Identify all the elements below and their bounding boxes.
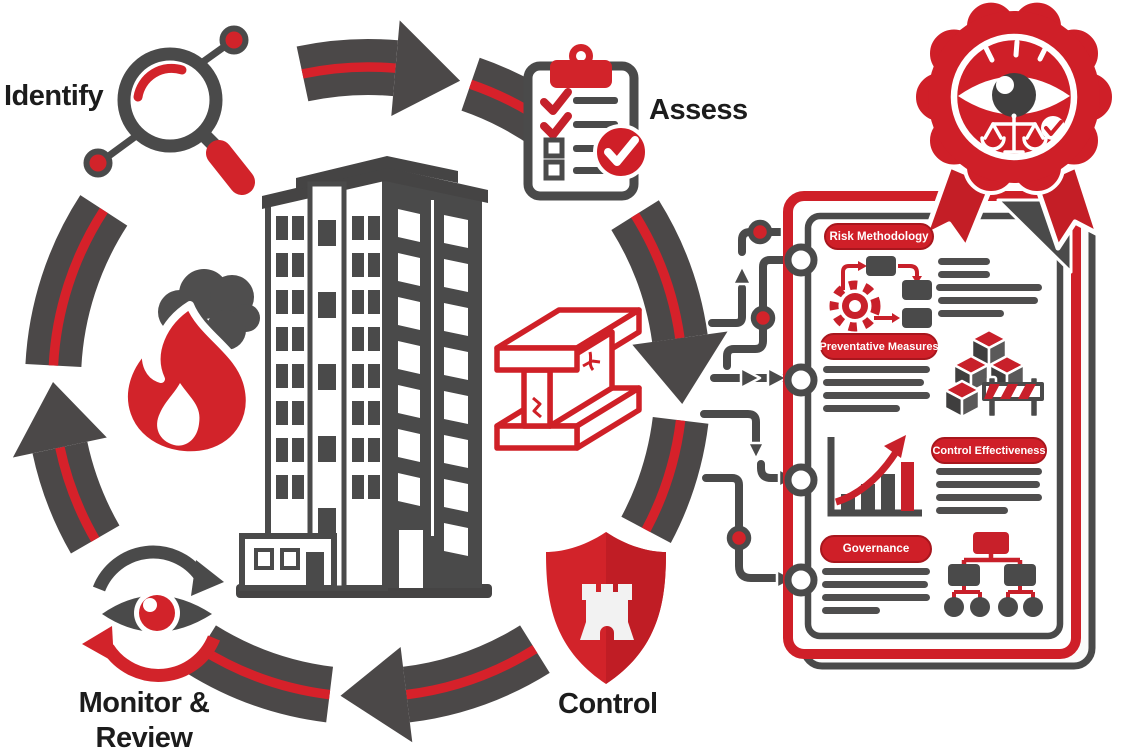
rosette-inner-ring [950, 33, 1078, 161]
ring-arrow-bottom [340, 647, 413, 743]
stage-label-identify: Identify [4, 80, 104, 112]
stage-label-monitor-review: Monitor & Review [78, 687, 210, 755]
satellite-node [219, 25, 249, 55]
stage-label-control: Control [558, 688, 658, 720]
ring-red-stripe [48, 62, 686, 700]
flame-core [157, 383, 200, 446]
binder-rings [784, 243, 818, 597]
cube-bottom [943, 379, 981, 419]
magnifying-glass-icon [83, 25, 255, 195]
cracked-steel-beam-icon [494, 307, 642, 451]
text-lines-block-1 [936, 258, 1042, 317]
flame [119, 301, 254, 460]
tower-block-icon [236, 156, 492, 598]
stair-shaft-windows [318, 220, 336, 534]
text-lines-block-2 [823, 366, 930, 412]
right-face-windows [398, 209, 468, 588]
cube-stack-barrier-icon [943, 328, 1044, 419]
ring-arrow-top [391, 20, 461, 116]
cycle-ring [12, 20, 728, 743]
ring-arrow-left [12, 382, 107, 458]
report-document [783, 191, 1096, 670]
growth-bar-chart-icon [827, 435, 922, 517]
connector-nodes [726, 219, 776, 551]
left-face-windows [276, 216, 380, 499]
org-chart-icon [944, 532, 1043, 617]
clipboard-checklist-icon [523, 44, 649, 201]
report-section-risk-methodology: Risk Methodology [824, 223, 934, 250]
text-lines-block-3 [936, 468, 1042, 514]
flowchart-gear-icon [829, 256, 932, 332]
satellite-node [83, 148, 113, 178]
award-rosette-eye-scales-icon [912, 0, 1116, 195]
ring-arrow-right [632, 331, 728, 404]
report-section-preventative-measures: Preventative Measures [819, 333, 939, 360]
badge-rays [983, 39, 1049, 63]
handle [206, 140, 255, 195]
smoke-fire-icon [119, 269, 260, 460]
safety-barrier [982, 375, 1044, 419]
annex-building [239, 533, 337, 591]
text-lines-block-4 [822, 568, 930, 614]
castle-silhouette [580, 584, 634, 640]
report-section-governance: Governance [820, 535, 932, 563]
eye-refresh-icon [82, 545, 224, 682]
stage-label-assess: Assess [649, 94, 748, 126]
badge-scales [980, 113, 1048, 154]
shield-castle-icon [546, 532, 666, 684]
report-section-control-effectiveness: Control Effectiveness [931, 437, 1047, 464]
